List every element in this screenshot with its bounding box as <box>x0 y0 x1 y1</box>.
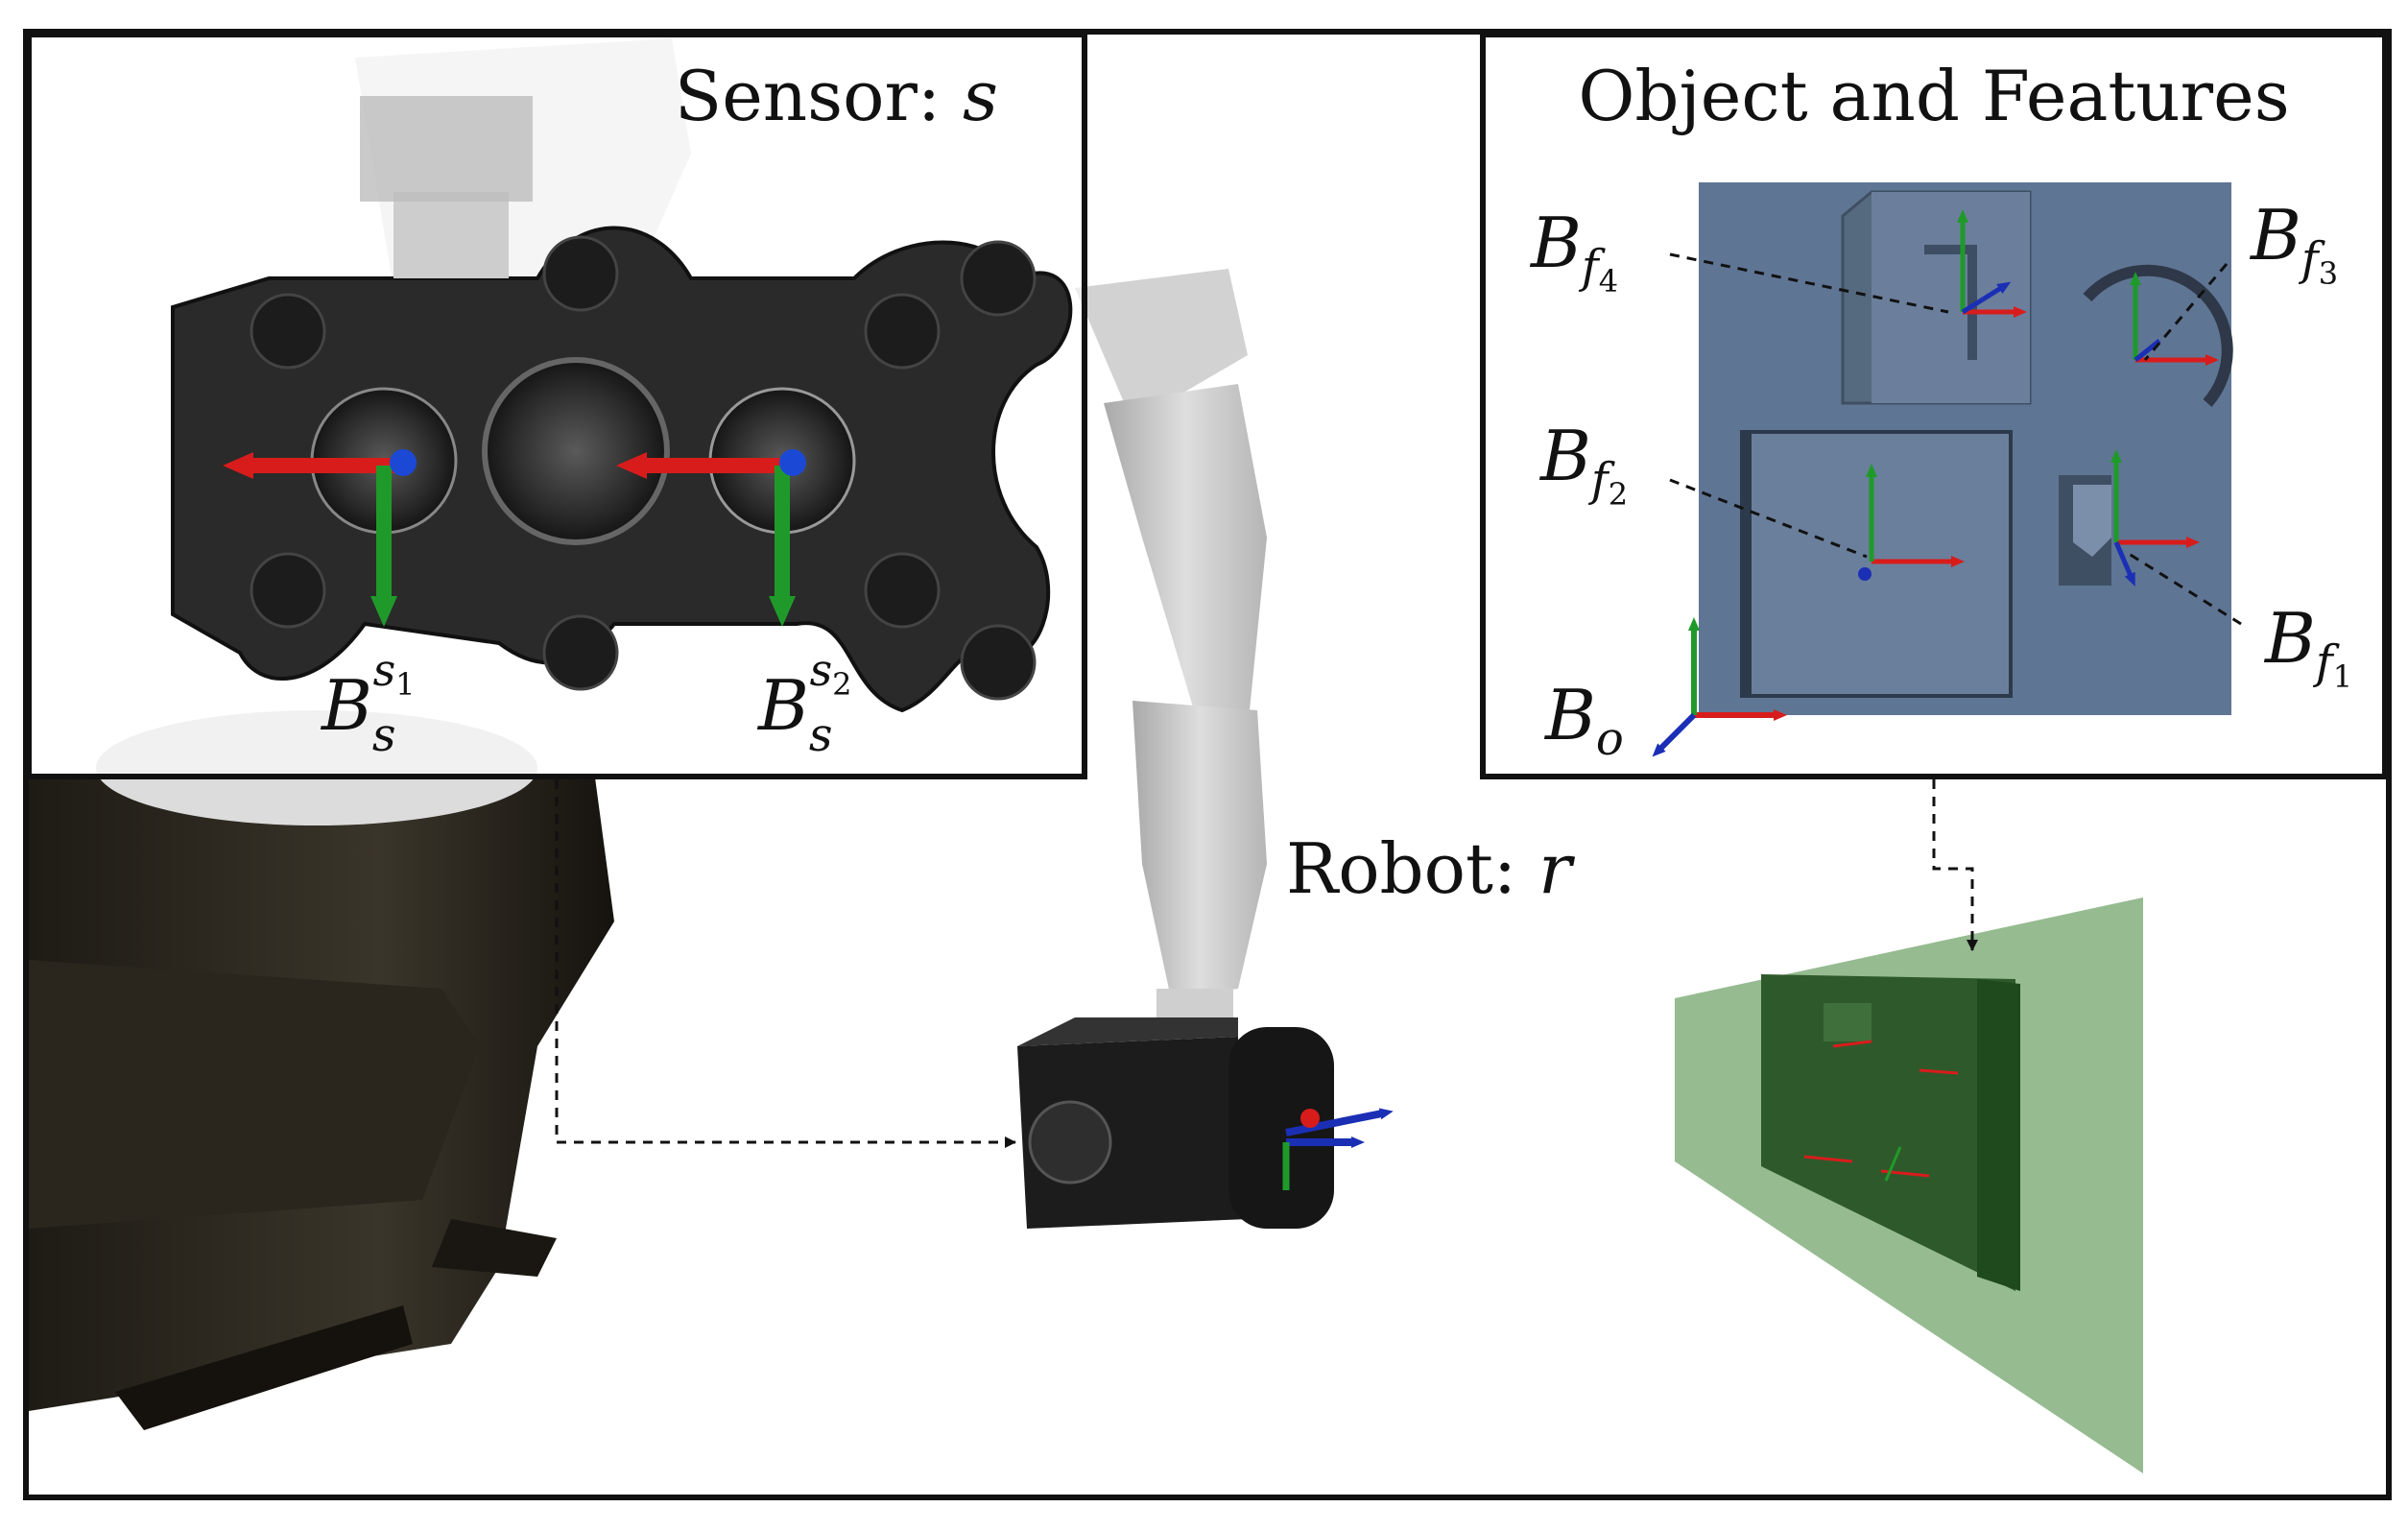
feature-1-leader <box>2125 550 2242 626</box>
feature-2-label: Bf2 <box>1538 416 1628 513</box>
sensor-to-robot-connector <box>555 779 1016 1148</box>
feature-3-axes <box>2130 272 2219 366</box>
workpiece-illustration <box>1675 897 2143 1473</box>
sensor-2-frame-label: Bss2 <box>756 644 852 762</box>
object-frame-axes <box>1652 617 1787 757</box>
sensor-1-frame-axes <box>223 449 417 627</box>
sensor-panel-title: Sensor: s <box>675 56 998 136</box>
robot-arm-illustration <box>1017 269 1394 1229</box>
feature-4-leader <box>1669 252 1949 314</box>
robot-label: Robot: r <box>1286 828 1575 909</box>
object-panel-border <box>1480 32 2388 779</box>
sensor-panel: Sensor: s Bss1 Bss2 <box>26 32 1087 779</box>
sensor-1-frame-label: Bss1 <box>320 644 416 762</box>
feature-4-axes <box>1957 209 2027 318</box>
object-to-workpiece-connector <box>1932 779 1978 951</box>
object-frame-label: Bo <box>1543 675 1624 766</box>
object-panel: Object and Features <box>1480 32 2388 779</box>
feature-2-axes <box>1858 464 1965 581</box>
sensor-2-frame-axes <box>616 449 806 627</box>
feature-2-leader <box>1669 478 1868 559</box>
feature-3-label: Bf3 <box>2249 195 2338 292</box>
object-panel-title: Object and Features <box>1578 56 2289 136</box>
feature-4-label: Bf4 <box>1529 203 1618 299</box>
sensor-panel-border <box>26 32 1087 779</box>
feature-1-label: Bf1 <box>2263 598 2352 695</box>
feature-3-leader <box>2143 263 2229 361</box>
feature-1-axes <box>2110 449 2200 587</box>
